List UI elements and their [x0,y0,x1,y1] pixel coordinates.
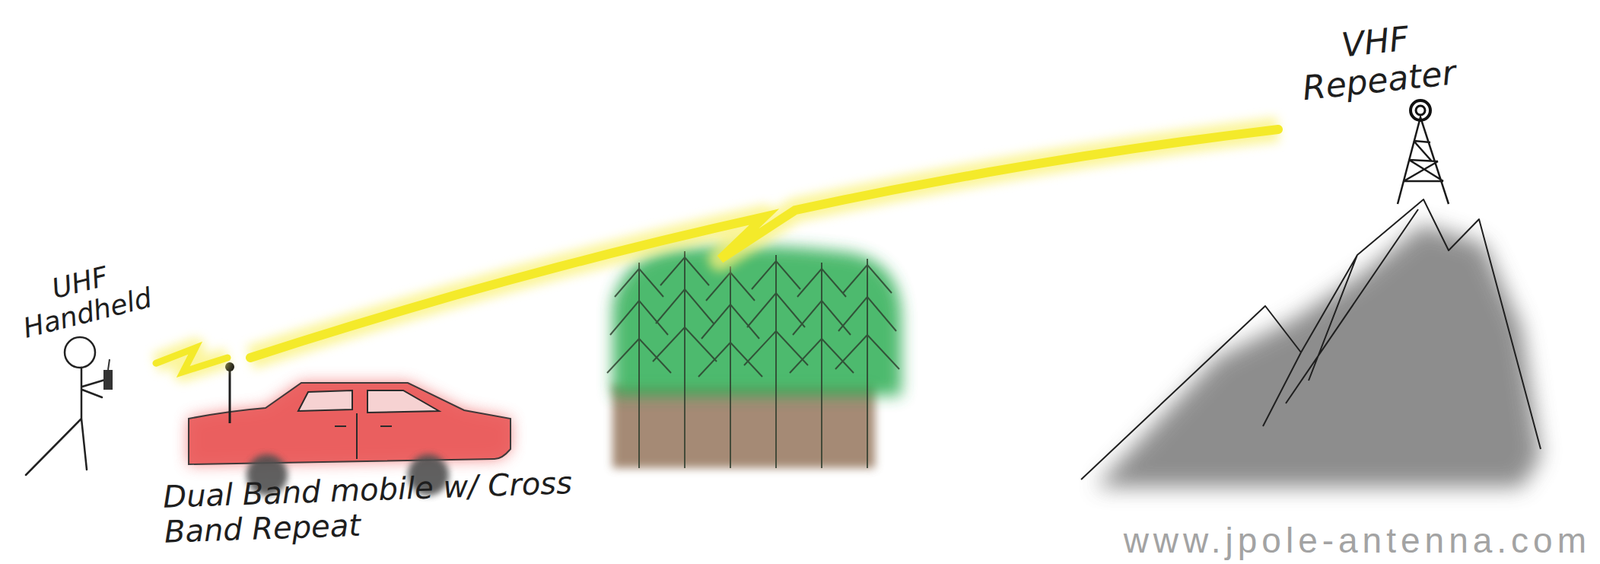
bolt-glow [155,347,228,372]
tree-trunks [612,384,875,468]
tower-antenna-core [1415,105,1426,115]
handheld-antenna [108,359,110,370]
tower-antenna [1410,100,1431,121]
car-window [367,390,439,413]
car-glow [188,382,511,465]
mountain-outline [1081,199,1541,480]
repeater-tower [1397,117,1449,204]
car-door [334,413,392,459]
illustration-node: UHF Handheld [11,251,156,495]
watermark: www.jpole-antenna.com [1123,519,1591,561]
car-antenna [229,368,232,424]
person-body [25,367,105,475]
handheld-radio [103,369,113,390]
bolt-glow [250,129,1279,358]
person-head [64,337,96,368]
handwritten-label: UHF Handheld [6,249,162,346]
handwritten-label: VHF Repeater [1274,12,1480,111]
car-antenna-tip [225,362,235,372]
tree-sketch [607,251,900,468]
car-window [298,390,353,411]
node-label-group: Dual Band mobile w/ Cross Band Repeat [162,464,592,549]
car-body [188,382,511,465]
radio-link-bolt [250,129,1279,358]
bolt-core [155,347,228,372]
radio-link-bolt [155,347,228,372]
illustration-node: Dual Band mobile w/ Cross Band Repeat [163,357,621,564]
node-label-group: UHF Handheld [6,249,162,346]
illustration-node: VHF Repeater [1278,22,1476,214]
bolt-core [250,129,1279,358]
handwritten-label: Dual Band mobile w/ Cross Band Repeat [162,464,592,549]
node-label-group: VHF Repeater [1274,12,1480,111]
